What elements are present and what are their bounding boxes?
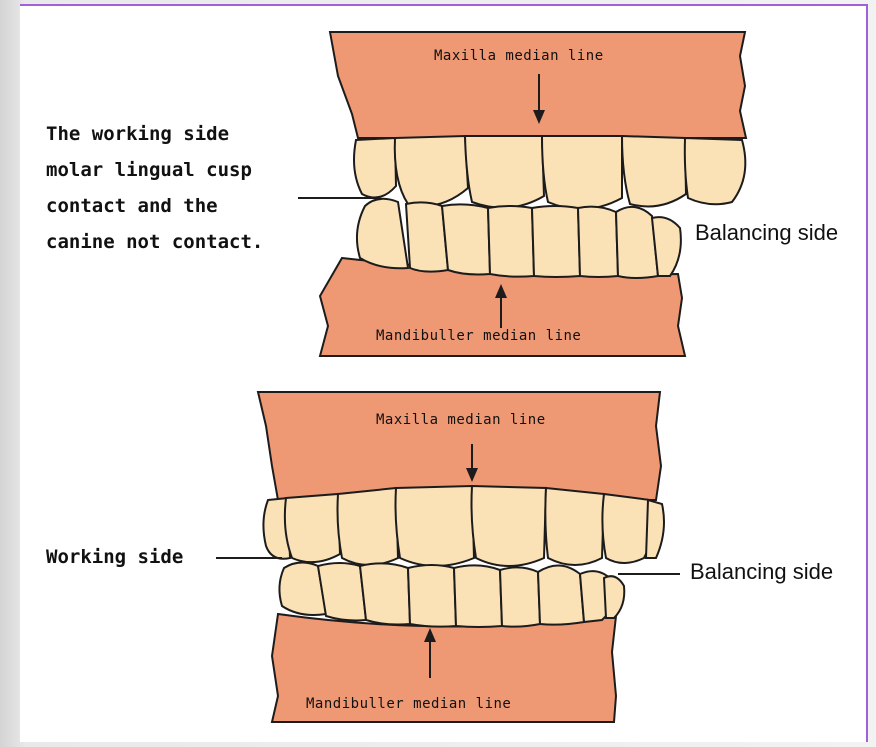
top-lower-teeth: [357, 199, 681, 278]
bottom-balancing-side-label: Balancing side: [690, 559, 833, 585]
tooth: [604, 576, 624, 618]
top-mandibuller-median-line-label: Mandibuller median line: [376, 328, 581, 344]
tooth: [652, 217, 681, 276]
tooth: [395, 136, 468, 206]
note-line: canine not contact.: [46, 224, 263, 260]
tooth: [360, 563, 410, 624]
tooth: [545, 488, 604, 565]
tooth: [408, 565, 456, 627]
tooth: [472, 486, 547, 566]
bottom-working-side-label: Working side: [46, 546, 183, 568]
tooth: [357, 199, 408, 268]
tooth: [454, 565, 502, 627]
bottom-upper-teeth: [263, 486, 664, 566]
bottom-maxilla-median-line-label: Maxilla median line: [376, 412, 546, 428]
tooth: [338, 488, 399, 565]
note-line: molar lingual cusp: [46, 152, 263, 188]
top-occlusion-diagram: [298, 32, 746, 356]
top-maxilla-median-line-label: Maxilla median line: [434, 48, 604, 64]
tooth: [488, 206, 534, 277]
tooth: [532, 206, 580, 277]
diagram-frame: Maxilla median line The working side mol…: [20, 4, 868, 742]
tooth: [442, 204, 490, 274]
tooth: [578, 207, 618, 277]
note-line: contact and the: [46, 188, 263, 224]
top-balancing-side-label: Balancing side: [695, 220, 838, 246]
bottom-maxilla-gum: [258, 392, 661, 500]
tooth: [500, 567, 540, 626]
tooth: [622, 136, 686, 206]
bottom-occlusion-diagram: [216, 392, 680, 722]
bottom-mandibuller-median-line-label: Mandibuller median line: [306, 696, 511, 712]
tooth: [285, 494, 340, 562]
tooth: [318, 563, 366, 621]
note-line: The working side: [46, 116, 263, 152]
tooth: [354, 138, 396, 198]
tooth: [538, 565, 584, 624]
top-upper-teeth: [354, 136, 745, 209]
top-working-side-note: The working side molar lingual cusp cont…: [46, 116, 263, 260]
tooth: [465, 136, 544, 208]
bottom-lower-teeth: [279, 562, 624, 627]
tooth: [685, 138, 746, 204]
tooth: [542, 136, 622, 209]
tooth: [646, 500, 664, 558]
tooth: [396, 486, 475, 566]
